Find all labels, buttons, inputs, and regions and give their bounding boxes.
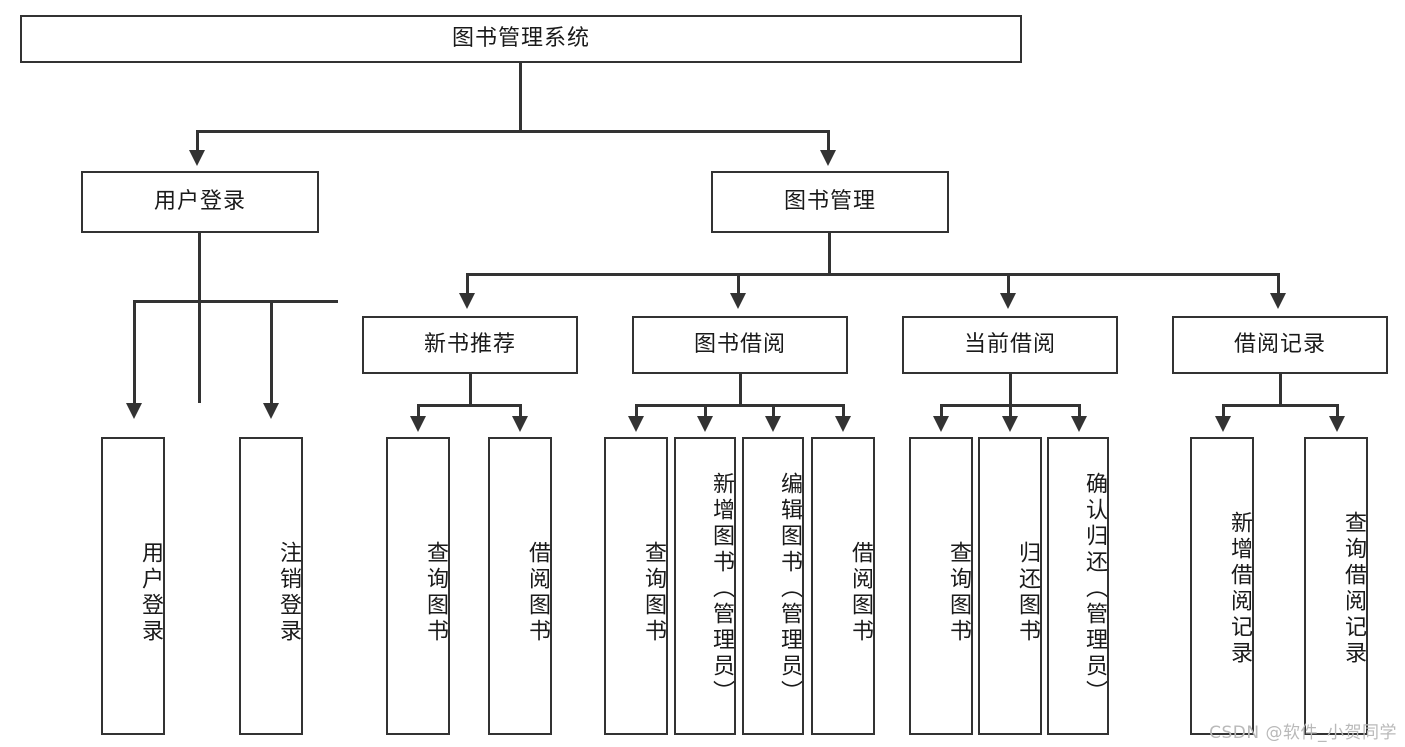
arrowhead-bookmgmt-to-record bbox=[1270, 293, 1286, 309]
connector-bookmgmt-to-current bbox=[1007, 273, 1010, 295]
node-label: 图书借阅 bbox=[693, 331, 786, 357]
node-label: 注销登录 bbox=[276, 541, 301, 645]
arrowhead-current-leaf2 bbox=[1002, 416, 1018, 432]
arrowhead-current-leaf3 bbox=[1071, 416, 1087, 432]
connector-newbook-bus bbox=[417, 404, 522, 407]
node-label: 图书管理 bbox=[783, 188, 876, 214]
arrowhead-root-to-login bbox=[189, 150, 205, 166]
arrowhead-borrow-leaf3 bbox=[765, 416, 781, 432]
node-book-management[interactable]: 图书管理 bbox=[711, 171, 949, 233]
arrowhead-bookmgmt-to-current bbox=[1000, 293, 1016, 309]
node-new-book-recommend[interactable]: 新书推荐 bbox=[362, 316, 578, 374]
arrowhead-borrow-leaf1 bbox=[628, 416, 644, 432]
node-label: 借阅图书 bbox=[525, 541, 550, 645]
connector-root-to-bookmgmt bbox=[827, 130, 830, 152]
node-label: 查询图书 bbox=[641, 541, 666, 645]
leaf-add-borrow-record[interactable]: 新增借阅记录 bbox=[1190, 437, 1254, 735]
node-label: 当前借阅 bbox=[963, 331, 1056, 357]
node-label: 归还图书 bbox=[1015, 541, 1040, 645]
connector-borrow-leaf1 bbox=[635, 404, 638, 418]
connector-login-stem bbox=[198, 233, 201, 403]
connector-record-leaf1 bbox=[1222, 404, 1225, 418]
connector-newbook-leaf2 bbox=[519, 404, 522, 418]
connector-record-bus bbox=[1222, 404, 1339, 407]
arrowhead-newbook-leaf2 bbox=[512, 416, 528, 432]
leaf-logout[interactable]: 注销登录 bbox=[239, 437, 303, 735]
connector-newbook-stem bbox=[469, 374, 472, 406]
leaf-edit-book-admin[interactable]: 编辑图书（管理员） bbox=[742, 437, 804, 735]
node-label: 借阅记录 bbox=[1233, 331, 1326, 357]
leaf-query-book-borrow[interactable]: 查询图书 bbox=[604, 437, 668, 735]
connector-record-stem bbox=[1279, 374, 1282, 406]
connector-current-stem bbox=[1009, 374, 1012, 406]
csdn-watermark: CSDN @软件_小贺同学 bbox=[1209, 723, 1397, 743]
leaf-borrow-book[interactable]: 借阅图书 bbox=[811, 437, 875, 735]
arrowhead-current-leaf1 bbox=[933, 416, 949, 432]
arrowhead-root-to-bookmgmt bbox=[820, 150, 836, 166]
node-book-borrow[interactable]: 图书借阅 bbox=[632, 316, 848, 374]
node-label: 用户登录 bbox=[138, 541, 163, 645]
leaf-add-book-admin[interactable]: 新增图书（管理员） bbox=[674, 437, 736, 735]
node-label: 新增借阅记录 bbox=[1227, 511, 1252, 667]
connector-borrow-leaf2 bbox=[704, 404, 707, 418]
node-label: 借阅图书 bbox=[848, 541, 873, 645]
connector-current-leaf1 bbox=[940, 404, 943, 418]
connector-borrow-leaf4 bbox=[842, 404, 845, 418]
connector-borrow-leaf3 bbox=[772, 404, 775, 418]
leaf-confirm-return-admin[interactable]: 确认归还（管理员） bbox=[1047, 437, 1109, 735]
connector-borrow-bus bbox=[635, 404, 845, 407]
arrowhead-login-leaf1 bbox=[126, 403, 142, 419]
arrowhead-bookmgmt-to-newbook bbox=[459, 293, 475, 309]
connector-bookmgmt-stem bbox=[828, 233, 831, 275]
connector-login-bus bbox=[133, 300, 338, 303]
connector-current-leaf3 bbox=[1078, 404, 1081, 418]
node-label: 新增图书（管理员） bbox=[709, 472, 734, 706]
connector-bookmgmt-to-newbook bbox=[466, 273, 469, 295]
node-root-system[interactable]: 图书管理系统 bbox=[20, 15, 1022, 63]
node-label: 查询借阅记录 bbox=[1341, 511, 1366, 667]
node-label: 确认归还（管理员） bbox=[1082, 472, 1107, 706]
node-label: 查询图书 bbox=[946, 541, 971, 645]
connector-root-stem bbox=[519, 63, 522, 130]
connector-bookmgmt-to-borrow bbox=[737, 273, 740, 295]
node-label: 编辑图书（管理员） bbox=[777, 472, 802, 706]
node-label: 新书推荐 bbox=[423, 331, 516, 357]
leaf-query-book-recommend[interactable]: 查询图书 bbox=[386, 437, 450, 735]
connector-current-leaf2 bbox=[1009, 404, 1012, 418]
connector-newbook-leaf1 bbox=[417, 404, 420, 418]
connector-bookmgmt-to-record bbox=[1277, 273, 1280, 295]
node-user-login[interactable]: 用户登录 bbox=[81, 171, 319, 233]
node-current-borrow[interactable]: 当前借阅 bbox=[902, 316, 1118, 374]
node-label: 用户登录 bbox=[153, 188, 246, 214]
arrowhead-bookmgmt-to-borrow bbox=[730, 293, 746, 309]
node-borrow-record[interactable]: 借阅记录 bbox=[1172, 316, 1388, 374]
connector-login-leaf2 bbox=[270, 300, 273, 405]
connector-root-bus bbox=[196, 130, 830, 133]
arrowhead-newbook-leaf1 bbox=[410, 416, 426, 432]
arrowhead-record-leaf2 bbox=[1329, 416, 1345, 432]
leaf-user-login[interactable]: 用户登录 bbox=[101, 437, 165, 735]
connector-root-to-login bbox=[196, 130, 199, 152]
connector-borrow-stem bbox=[739, 374, 742, 406]
leaf-return-book[interactable]: 归还图书 bbox=[978, 437, 1042, 735]
arrowhead-record-leaf1 bbox=[1215, 416, 1231, 432]
arrowhead-borrow-leaf4 bbox=[835, 416, 851, 432]
arrowhead-borrow-leaf2 bbox=[697, 416, 713, 432]
node-label: 查询图书 bbox=[423, 541, 448, 645]
node-label: 图书管理系统 bbox=[451, 25, 590, 51]
leaf-query-book-current[interactable]: 查询图书 bbox=[909, 437, 973, 735]
connector-bookmgmt-bus bbox=[466, 273, 1279, 276]
connector-record-leaf2 bbox=[1336, 404, 1339, 418]
leaf-query-borrow-record[interactable]: 查询借阅记录 bbox=[1304, 437, 1368, 735]
leaf-borrow-book-recommend[interactable]: 借阅图书 bbox=[488, 437, 552, 735]
arrowhead-login-leaf2 bbox=[263, 403, 279, 419]
connector-login-leaf1 bbox=[133, 300, 136, 405]
